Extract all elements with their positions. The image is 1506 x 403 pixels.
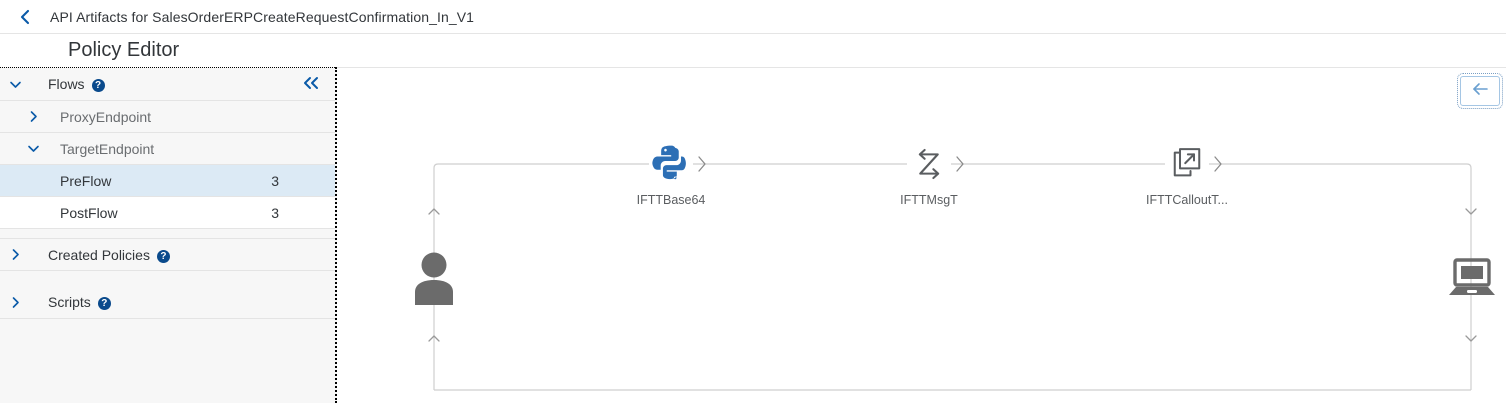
flow-canvas[interactable]: IFTTBase64 IFTTMsgT <box>337 67 1506 403</box>
sidebar-label-text: Created Policies <box>48 246 150 263</box>
python-icon <box>611 141 731 187</box>
sidebar-item-postflow[interactable]: PostFlow 3 <box>0 197 335 229</box>
sidebar-item-preflow[interactable]: PreFlow 3 <box>0 165 335 197</box>
flows-sidebar: Flows? ProxyEndpoint TargetEndpoint <box>0 67 337 403</box>
arrow-left-icon <box>1471 82 1489 101</box>
double-chevron-left-icon <box>302 76 320 95</box>
flow-node-label: IFTTMsgT <box>900 193 958 207</box>
chevron-down-icon[interactable] <box>18 142 48 155</box>
sidebar-item-label: Flows? <box>30 76 279 92</box>
help-icon[interactable]: ? <box>156 249 170 263</box>
flow-connector-lines <box>428 148 1477 391</box>
client-endpoint-user-icon <box>409 248 459 308</box>
sidebar-item-targetendpoint[interactable]: TargetEndpoint <box>0 133 335 165</box>
sidebar-item-scripts[interactable]: Scripts? <box>0 286 335 319</box>
backend-endpoint-laptop-icon <box>1446 256 1498 302</box>
sidebar-item-created-policies[interactable]: Created Policies? <box>0 238 335 271</box>
sidebar-item-flows[interactable]: Flows? <box>0 68 335 101</box>
sidebar-label-text: Scripts <box>48 294 91 310</box>
callout-external-link-icon <box>1127 141 1247 187</box>
page-title: Policy Editor <box>68 39 180 61</box>
chevron-right-icon[interactable] <box>0 296 30 309</box>
sidebar-item-label: PostFlow <box>60 204 118 221</box>
flow-node-ifttbase64[interactable]: IFTTBase64 <box>611 141 731 207</box>
chevron-down-icon[interactable] <box>0 78 30 91</box>
top-breadcrumb-bar: API Artifacts for SalesOrderERPCreateReq… <box>0 0 1506 34</box>
back-navigation-button[interactable] <box>14 6 36 28</box>
sidebar-item-label: ProxyEndpoint <box>60 108 152 125</box>
sidebar-item-label: TargetEndpoint <box>60 140 155 157</box>
sidebar-item-label: Created Policies? <box>30 247 279 263</box>
sidebar-label-text: Flows <box>48 76 85 92</box>
collapse-sidebar-button[interactable] <box>301 76 321 95</box>
sidebar-item-count: 3 <box>271 172 279 189</box>
chevron-left-icon <box>19 9 31 25</box>
help-icon[interactable]: ? <box>97 297 111 310</box>
breadcrumb-title: API Artifacts for SalesOrderERPCreateReq… <box>50 8 475 25</box>
page-title-bar: Policy Editor <box>0 34 1506 67</box>
flow-node-label: IFTTCalloutT... <box>1146 193 1228 207</box>
chevron-right-icon[interactable] <box>18 110 48 123</box>
transform-z-icon <box>869 141 989 187</box>
sidebar-item-proxyendpoint[interactable]: ProxyEndpoint <box>0 101 335 133</box>
sidebar-item-label: Scripts? <box>30 294 279 310</box>
sidebar-item-label: PreFlow <box>60 172 112 189</box>
canvas-back-button[interactable] <box>1457 73 1503 109</box>
main-content: Flows? ProxyEndpoint TargetEndpoint <box>0 67 1506 403</box>
flow-node-ifttmsgt[interactable]: IFTTMsgT <box>869 141 989 207</box>
help-icon[interactable]: ? <box>91 79 105 92</box>
chevron-right-icon[interactable] <box>0 248 30 261</box>
flow-node-ifttcallout[interactable]: IFTTCalloutT... <box>1127 141 1247 207</box>
sidebar-item-count: 3 <box>271 204 279 221</box>
flow-node-label: IFTTBase64 <box>636 193 706 207</box>
